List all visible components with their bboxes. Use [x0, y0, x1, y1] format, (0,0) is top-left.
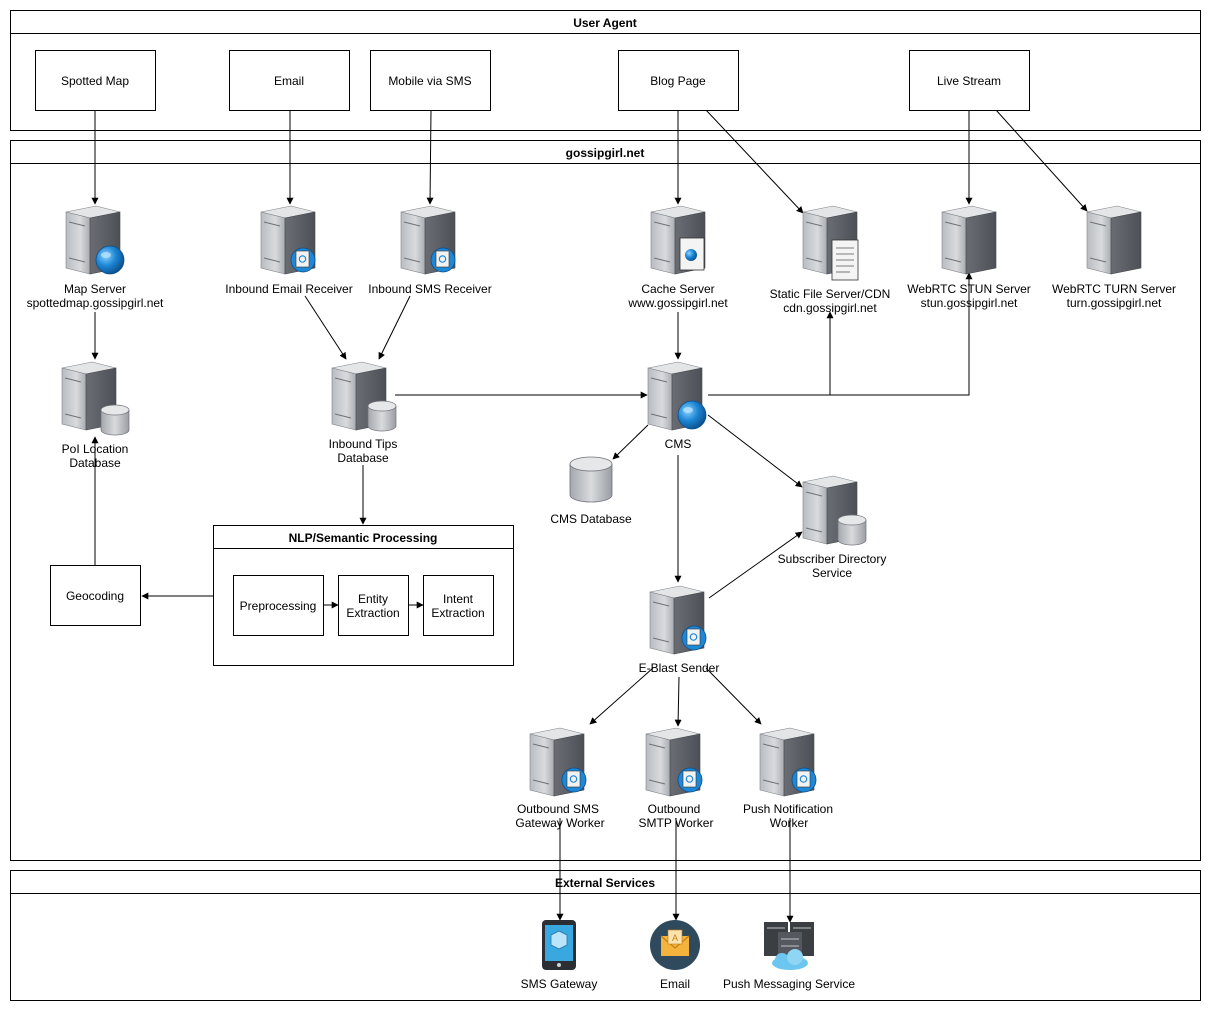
geocoding-label: Geocoding: [66, 589, 124, 603]
svg-text:A: A: [672, 933, 678, 943]
cache-server-label: Cache Server: [641, 282, 714, 296]
user-agent-title: User Agent: [573, 16, 637, 30]
mail-icon: [677, 767, 703, 793]
globe-icon: [677, 400, 707, 430]
mobile-phone-icon: [542, 920, 576, 970]
globe-icon: [95, 245, 125, 275]
live-stream-label: Live Stream: [937, 74, 1001, 88]
poi-database-node: PoI Location Database: [61, 361, 130, 470]
static-file-server-label: Static File Server/CDN: [770, 287, 891, 301]
turn-server-host: turn.gossipgirl.net: [1067, 296, 1162, 310]
entity-extraction-box: Entity Extraction: [338, 575, 409, 636]
mail-icon: [791, 767, 817, 793]
static-file-server-host: cdn.gossipgirl.net: [783, 301, 877, 315]
stun-server-host: stun.gossipgirl.net: [921, 296, 1018, 310]
intent-extraction-label-1: Intent: [443, 592, 474, 606]
stun-server-node: WebRTC STUN Server stun.gossipgirl.net: [907, 205, 1031, 310]
server-icon: [941, 205, 997, 275]
cloud-servers-icon: [764, 922, 814, 970]
database-icon: [367, 400, 397, 432]
mobile-sms-box: Mobile via SMS: [370, 50, 491, 111]
inbound-tips-database-node: Inbound Tips Database: [329, 361, 398, 465]
edges: [91, 109, 1088, 923]
gossipgirl-frame: gossipgirl.net: [10, 140, 1201, 861]
cache-server-host: www.gossipgirl.net: [627, 296, 728, 310]
push-notification-worker-node: Push Notification Worker: [743, 727, 833, 830]
envelope-icon: A: [650, 920, 700, 970]
external-email-node: A Email: [650, 920, 700, 991]
map-server-host: spottedmap.gossipgirl.net: [27, 296, 164, 310]
inbound-sms-label: Inbound SMS Receiver: [368, 282, 491, 296]
cms-database-node: CMS Database: [550, 456, 632, 526]
live-stream-box: Live Stream: [909, 50, 1030, 111]
database-icon: [100, 404, 130, 436]
mail-icon: [561, 767, 587, 793]
push-messaging-service-node: Push Messaging Service: [723, 922, 855, 991]
mail-icon: [681, 625, 707, 651]
external-services-frame: External Services: [10, 870, 1201, 1001]
inbound-email-label: Inbound Email Receiver: [225, 282, 352, 296]
email-box: Email: [229, 50, 350, 111]
cms-database-label: CMS Database: [550, 512, 632, 526]
geocoding-box: Geocoding: [50, 565, 141, 626]
outbound-smtp-worker-label-2: SMTP Worker: [639, 816, 714, 830]
nlp-title: NLP/Semantic Processing: [289, 531, 438, 545]
outbound-sms-worker-label-1: Outbound SMS: [517, 802, 599, 816]
database-icon: [569, 456, 613, 503]
preprocessing-box: Preprocessing: [233, 575, 324, 636]
poi-database-label: PoI Location: [62, 442, 129, 456]
outbound-smtp-worker-node: Outbound SMTP Worker: [639, 727, 714, 830]
cms-label: CMS: [665, 437, 692, 451]
push-notification-worker-label-1: Push Notification: [743, 802, 833, 816]
entity-extraction-label-2: Extraction: [346, 606, 399, 620]
stun-server-label: WebRTC STUN Server: [907, 282, 1031, 296]
spotted-map-label: Spotted Map: [61, 74, 129, 88]
mobile-sms-label: Mobile via SMS: [388, 74, 471, 88]
outbound-smtp-worker-label-1: Outbound: [648, 802, 701, 816]
outbound-sms-worker-label-2: Gateway Worker: [515, 816, 604, 830]
push-notification-worker-label-2: Worker: [770, 816, 808, 830]
inbound-sms-node: Inbound SMS Receiver: [368, 205, 492, 296]
intent-extraction-box: Intent Extraction: [423, 575, 494, 636]
intent-extraction-label-2: Extraction: [431, 606, 484, 620]
database-icon: [837, 514, 867, 546]
nlp-frame: NLP/Semantic Processing: [213, 525, 514, 666]
map-server-label: Map Server: [64, 282, 126, 296]
inbound-tips-label: Inbound Tips: [329, 437, 398, 451]
subscriber-directory-sub: Service: [812, 566, 852, 580]
document-icon: [679, 237, 705, 271]
eblast-sender-node: E-Blast Sender: [639, 585, 720, 675]
mail-icon: [430, 247, 456, 273]
user-agent-frame: User Agent: [10, 10, 1201, 131]
turn-server-label: WebRTC TURN Server: [1052, 282, 1176, 296]
sms-gateway-label: SMS Gateway: [521, 977, 598, 991]
cache-server-node: Cache Server www.gossipgirl.net: [627, 205, 728, 310]
cms-node: CMS: [647, 361, 707, 451]
poi-database-sub: Database: [69, 456, 121, 470]
email-box-label: Email: [274, 74, 304, 88]
mail-icon: [290, 247, 316, 273]
outbound-sms-worker-node: Outbound SMS Gateway Worker: [515, 727, 605, 830]
sms-gateway-node: SMS Gateway: [521, 920, 598, 991]
inbound-tips-sub: Database: [337, 451, 389, 465]
eblast-sender-label: E-Blast Sender: [639, 661, 720, 675]
inbound-email-node: Inbound Email Receiver: [225, 205, 353, 296]
map-server-node: Map Server spottedmap.gossipgirl.net: [27, 205, 164, 310]
blog-page-box: Blog Page: [618, 50, 739, 111]
document-icon: [831, 239, 859, 281]
subscriber-directory-node: Subscriber Directory Service: [778, 475, 887, 580]
blog-page-label: Blog Page: [650, 74, 706, 88]
subscriber-directory-label: Subscriber Directory: [778, 552, 887, 566]
external-email-label: Email: [660, 977, 690, 991]
external-services-title: External Services: [555, 876, 655, 890]
server-icon: [1086, 205, 1142, 275]
entity-extraction-label-1: Entity: [358, 592, 388, 606]
push-messaging-service-label: Push Messaging Service: [723, 977, 855, 991]
static-file-server-node: Static File Server/CDN cdn.gossipgirl.ne…: [770, 205, 891, 315]
preprocessing-label: Preprocessing: [240, 599, 317, 613]
gossipgirl-title: gossipgirl.net: [566, 146, 645, 160]
spotted-map-box: Spotted Map: [35, 50, 156, 111]
turn-server-node: WebRTC TURN Server turn.gossipgirl.net: [1052, 205, 1176, 310]
